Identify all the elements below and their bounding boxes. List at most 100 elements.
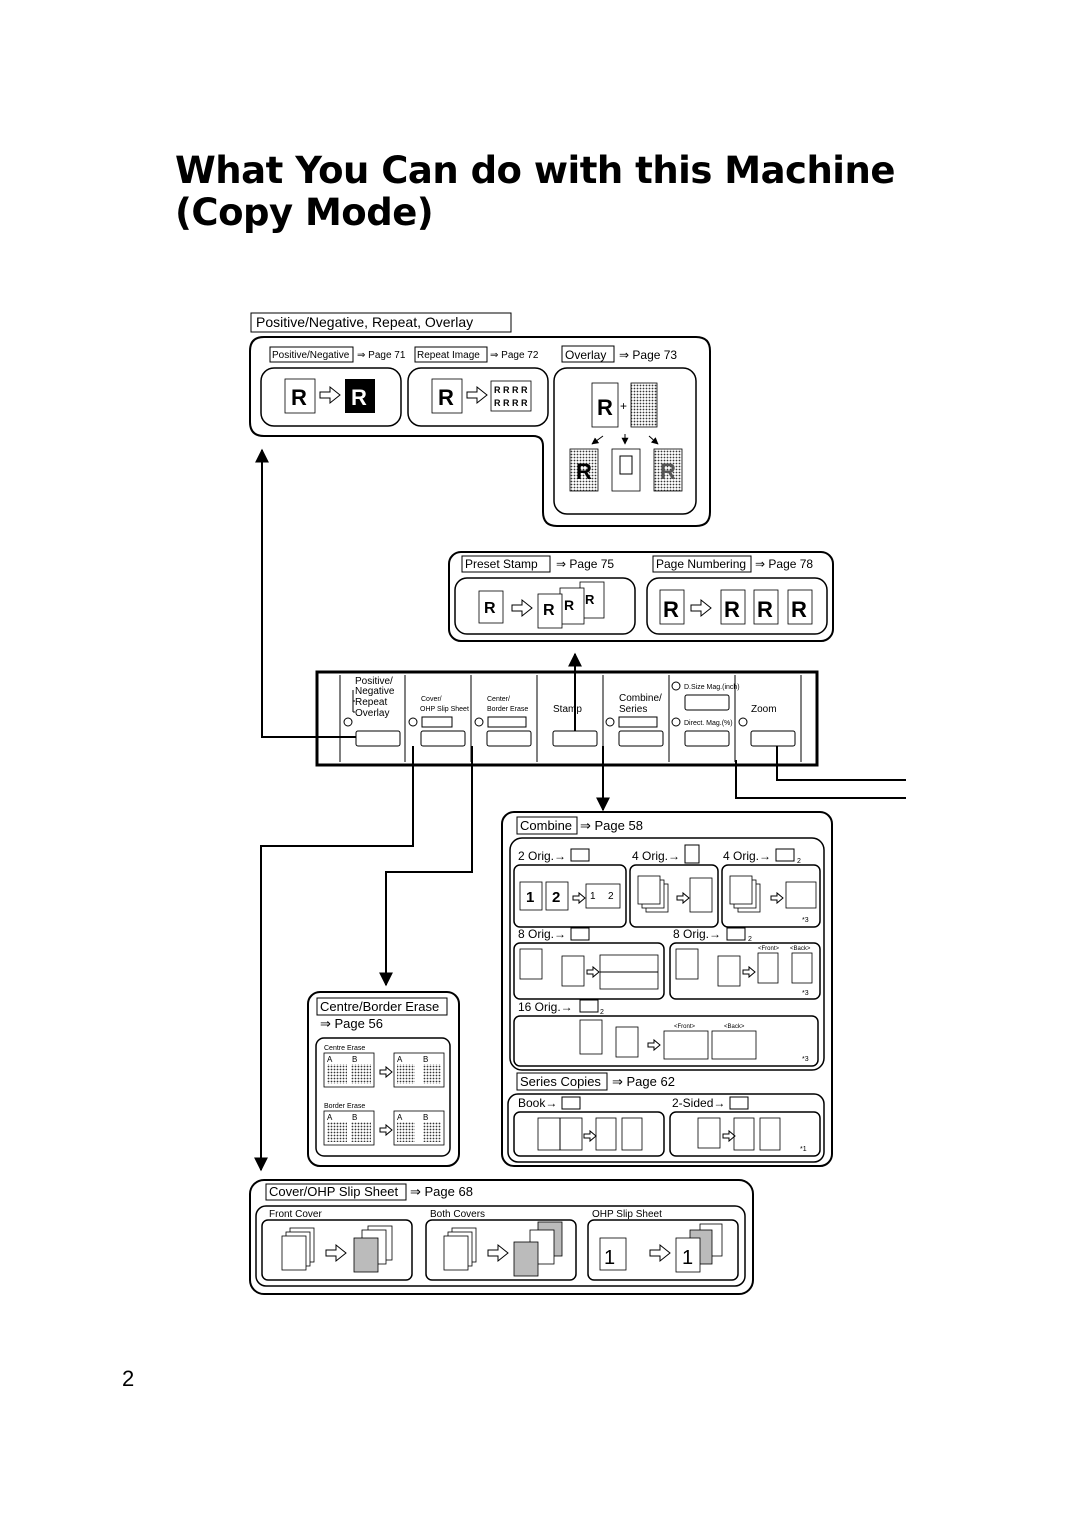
svg-text:R: R: [576, 459, 592, 484]
size-mag-key[interactable]: [684, 694, 730, 711]
arrow-right-icon: [649, 1243, 671, 1263]
indicator-lamp: [343, 717, 353, 727]
positive-negative-illustration: [260, 367, 402, 427]
arrow-right-icon: [742, 965, 756, 979]
svg-text:D.Size Mag.(inch): D.Size Mag.(inch): [684, 684, 740, 691]
direct-mag-key[interactable]: [684, 730, 730, 747]
svg-text:Centre Erase: Centre Erase: [324, 1045, 365, 1052]
svg-text:R: R: [597, 395, 613, 420]
svg-text:1: 1: [682, 1247, 693, 1269]
stamp-group: Preset Stamp ⇒ Page 75 Page Numbering ⇒ …: [448, 551, 834, 642]
arrow-right-icon: [379, 1065, 393, 1079]
svg-text:R: R: [438, 385, 454, 410]
svg-text:1: 1: [526, 889, 534, 906]
arrow-right-icon: [647, 1038, 661, 1052]
positive-negative-key[interactable]: [355, 730, 401, 747]
svg-text:B: B: [352, 1055, 357, 1064]
svg-text:R: R: [351, 385, 367, 410]
svg-text:Zoom: Zoom: [751, 704, 777, 715]
svg-text:4 Orig.→: 4 Orig.→: [723, 849, 771, 863]
combine-ref: ⇒ Page 58: [580, 818, 643, 833]
svg-text:1: 1: [590, 891, 596, 902]
svg-text:<Back>: <Back>: [790, 946, 811, 952]
svg-text:Border Erase: Border Erase: [324, 1103, 365, 1110]
svg-text:B: B: [423, 1055, 428, 1064]
arrow-right-icon: [586, 965, 600, 979]
svg-text:R: R: [291, 385, 307, 410]
erase-label: Centre/Border Erase: [320, 999, 439, 1014]
svg-text:Combine/: Combine/: [619, 693, 662, 704]
series-copies-ref: ⇒ Page 62: [612, 1074, 675, 1089]
svg-text:2 Orig.→: 2 Orig.→: [518, 849, 566, 863]
svg-text:R: R: [521, 398, 528, 408]
zoom-key[interactable]: [750, 730, 796, 747]
svg-text:4 Orig.→: 4 Orig.→: [632, 849, 680, 863]
svg-text:*3: *3: [802, 1056, 809, 1063]
overlay-ref: ⇒ Page 73: [619, 348, 677, 362]
svg-text:2: 2: [600, 1009, 604, 1016]
svg-text:R: R: [724, 597, 740, 622]
repeat-image-label: Repeat Image: [417, 350, 480, 361]
arrow-right-icon: [319, 385, 341, 405]
series-copies-label: Series Copies: [520, 1074, 601, 1089]
svg-text:Front Cover: Front Cover: [269, 1209, 322, 1220]
arrow-right-icon: [379, 1123, 393, 1137]
svg-text:Cover/: Cover/: [421, 696, 442, 703]
svg-text:Repeat: Repeat: [355, 697, 387, 708]
svg-text:Stamp: Stamp: [553, 704, 582, 715]
svg-text:2: 2: [552, 889, 560, 906]
svg-text:A: A: [327, 1055, 333, 1064]
combine-series-key[interactable]: [618, 730, 664, 747]
svg-text:R: R: [494, 398, 501, 408]
erase-group: Centre/Border Erase ⇒ Page 56 Centre Era…: [307, 991, 460, 1167]
cover-label: Cover/OHP Slip Sheet: [269, 1184, 398, 1199]
svg-text:2: 2: [797, 858, 801, 865]
svg-text:2-Sided→: 2-Sided→: [672, 1096, 725, 1110]
arrow-right-icon: [690, 598, 712, 618]
border-erase-key[interactable]: [486, 730, 532, 747]
combine-series-group: Combine ⇒ Page 58 2 Orig.→ 4 Orig.→ 4 Or…: [501, 811, 833, 1167]
svg-text:16 Orig.→: 16 Orig.→: [518, 1000, 573, 1014]
svg-text:2: 2: [608, 891, 614, 902]
combine-label: Combine: [520, 818, 572, 833]
svg-text:1: 1: [604, 1247, 615, 1269]
svg-text:Positive/: Positive/: [355, 676, 393, 687]
arrow-right-icon: [583, 1129, 597, 1143]
overlay-label: Overlay: [565, 348, 606, 362]
svg-text:R: R: [503, 398, 510, 408]
erase-icon: [487, 716, 527, 728]
connector-lines: [254, 448, 906, 1172]
svg-text:A: A: [397, 1113, 403, 1122]
combine-icon: [618, 716, 658, 728]
svg-text:Series: Series: [619, 704, 647, 715]
svg-text:<Back>: <Back>: [724, 1024, 745, 1030]
svg-text:R: R: [543, 602, 555, 619]
positive-negative-ref: ⇒ Page 71: [357, 350, 406, 361]
svg-text:Center/: Center/: [487, 696, 510, 703]
svg-text:OHP Slip Sheet: OHP Slip Sheet: [592, 1209, 662, 1220]
svg-text:+: +: [620, 399, 627, 413]
page-title: What You Can do with this Machine (Copy …: [175, 149, 895, 234]
positive-repeat-overlay-group: Positive/Negative, Repeat, Overlay Posit…: [249, 312, 711, 527]
arrow-right-icon: [770, 891, 784, 905]
svg-text:R: R: [512, 398, 519, 408]
cover-ref: ⇒ Page 68: [410, 1184, 473, 1199]
arrow-right-icon: [325, 1243, 347, 1263]
svg-text:R: R: [663, 597, 679, 622]
svg-text:R: R: [757, 597, 773, 622]
combine-2-orig-illustration: [513, 864, 627, 928]
svg-text:A: A: [327, 1113, 333, 1122]
svg-text:B: B: [352, 1113, 357, 1122]
group-header: Positive/Negative, Repeat, Overlay: [256, 314, 473, 330]
cover-ohp-key[interactable]: [420, 730, 466, 747]
svg-text:Direct. Mag.(%): Direct. Mag.(%): [684, 720, 733, 727]
svg-text:<Front>: <Front>: [674, 1024, 696, 1030]
combine-8-orig-duplex-illustration: [669, 942, 821, 1000]
svg-text:2: 2: [748, 936, 752, 943]
svg-text:R: R: [791, 597, 807, 622]
page-number: 2: [122, 1366, 135, 1391]
positive-negative-label: Positive/Negative: [272, 350, 350, 361]
svg-text:8 Orig.→: 8 Orig.→: [518, 927, 566, 941]
arrow-right-icon: [676, 891, 690, 905]
svg-text:*3: *3: [802, 990, 809, 997]
